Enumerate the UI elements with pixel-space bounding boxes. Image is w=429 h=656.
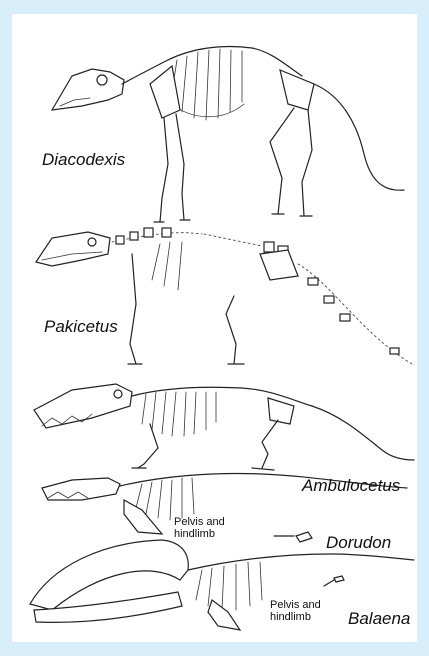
dorudon-annotation-line2: hindlimb: [174, 528, 225, 540]
pakicetus-skeleton: [36, 228, 412, 364]
ambulocetus-label: Ambulocetus: [302, 476, 400, 496]
ambulocetus-skeleton: [34, 384, 414, 470]
diacodexis-skeleton: [52, 47, 404, 223]
balaena-pelvis-annotation: Pelvis and hindlimb: [270, 599, 321, 623]
balaena-annotation-line1: Pelvis and: [270, 599, 321, 611]
dorudon-annotation-line1: Pelvis and: [174, 516, 225, 528]
balaena-label: Balaena: [348, 609, 410, 629]
balaena-annotation-line2: hindlimb: [270, 611, 321, 623]
pakicetus-label: Pakicetus: [44, 317, 118, 337]
dorudon-label: Dorudon: [326, 533, 391, 553]
figure-panel: Diacodexis Pakicetus Ambulocetus Dorudon…: [12, 14, 417, 642]
diacodexis-label: Diacodexis: [42, 150, 125, 170]
dorudon-pelvis-annotation: Pelvis and hindlimb: [174, 516, 225, 540]
